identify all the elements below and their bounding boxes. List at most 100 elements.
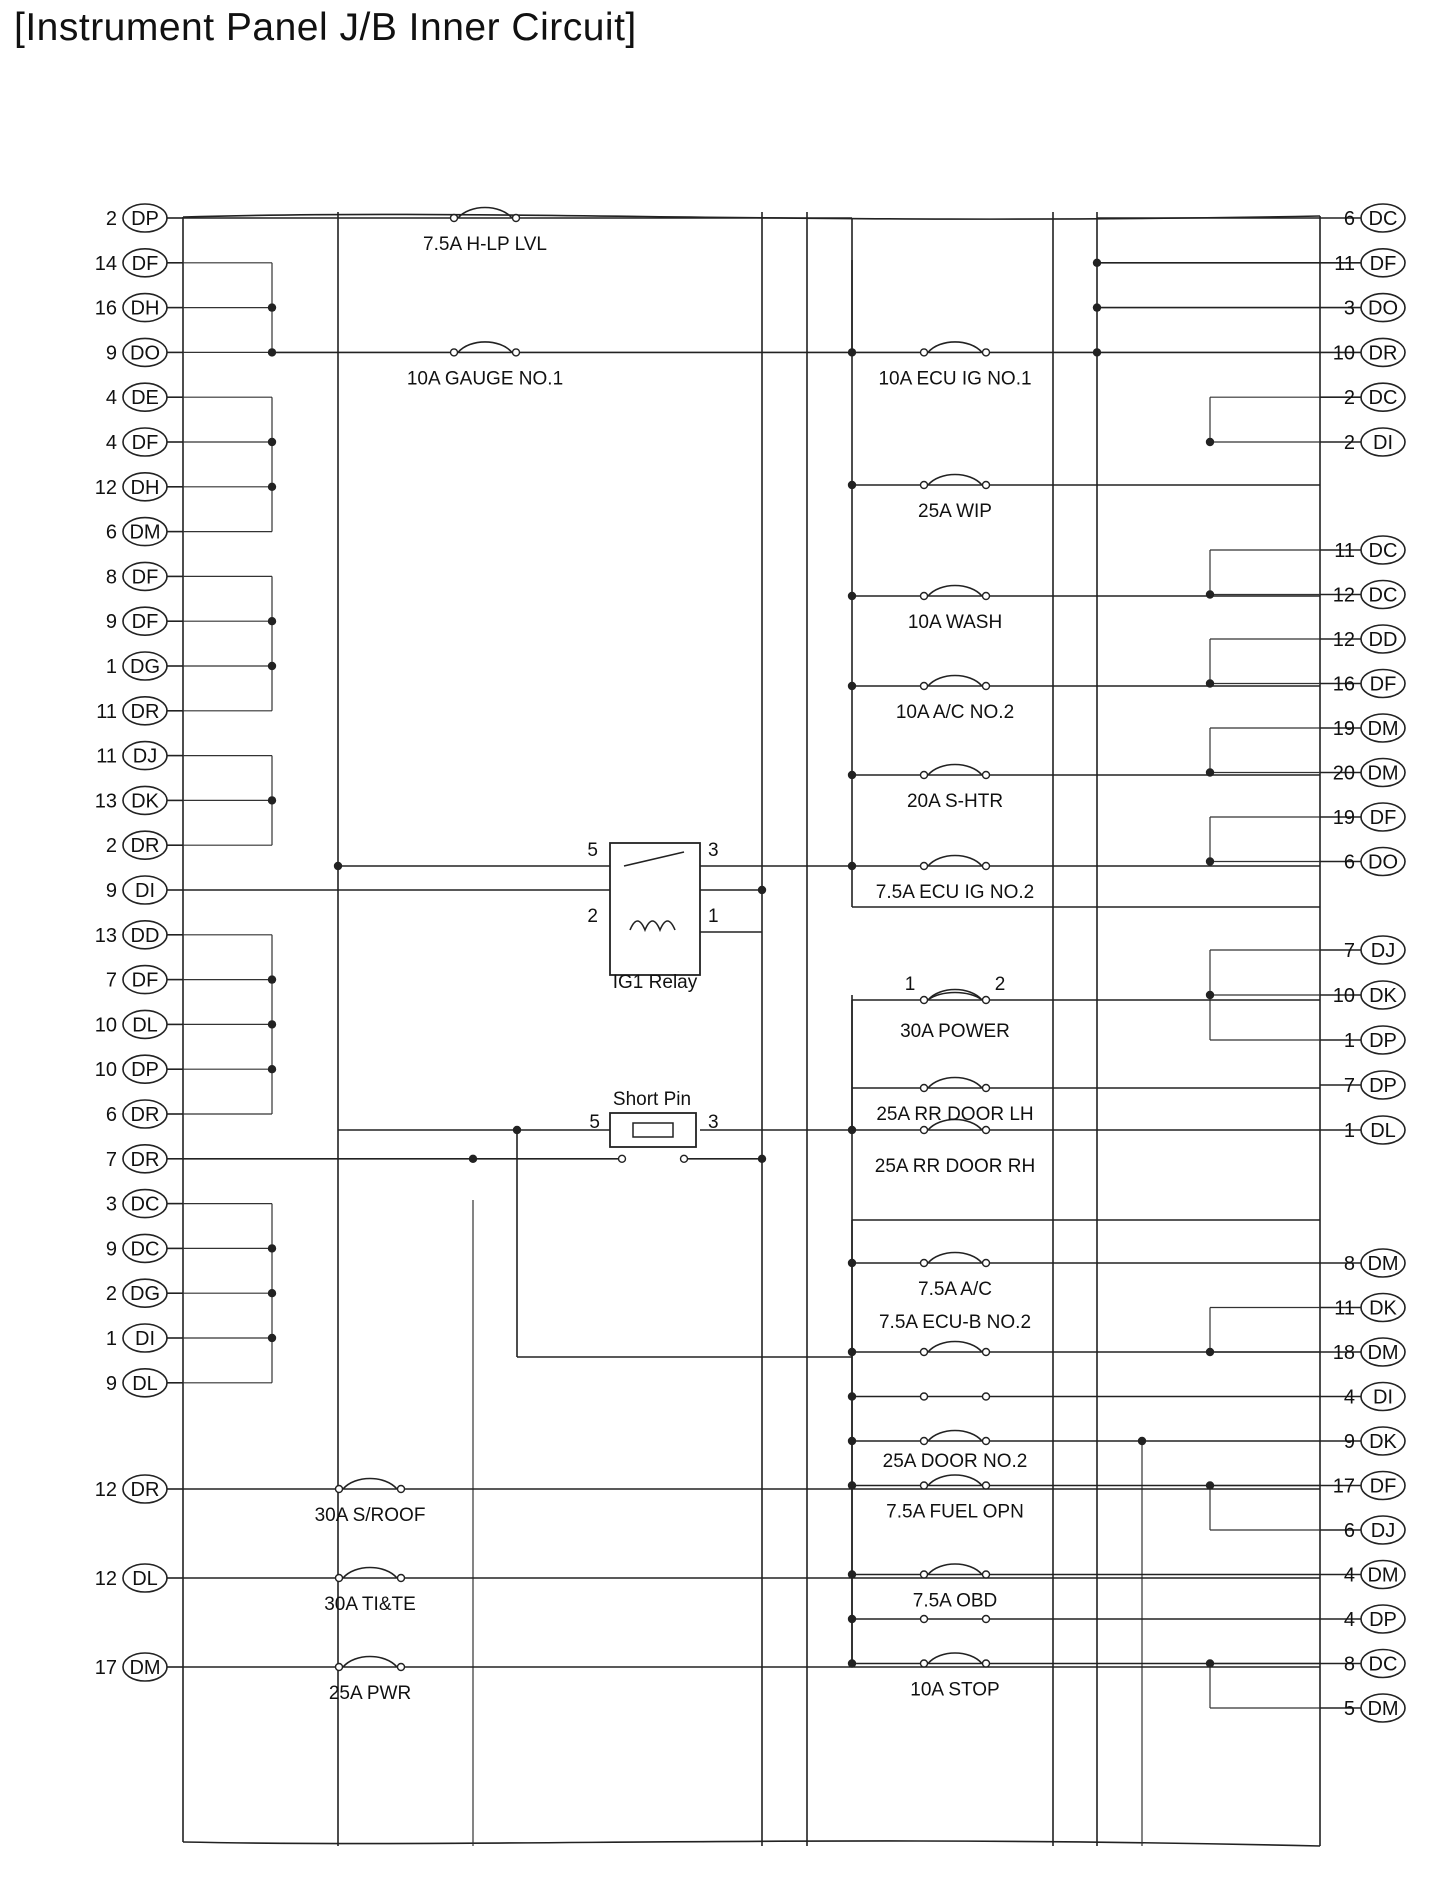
right-connector-code: DF (1370, 253, 1397, 275)
connector-circle (1360, 1470, 1406, 1501)
left-pin-number: 1 (106, 1328, 117, 1350)
fuse-pin: 1 (905, 974, 916, 995)
right-pin-number: 2 (1344, 432, 1355, 454)
right-pin-number: 4 (1344, 1565, 1355, 1587)
right-connector-code: DK (1369, 985, 1397, 1007)
junction-dot (847, 480, 857, 490)
fuse-terminal (919, 1436, 929, 1446)
left-connector-code: DM (129, 522, 160, 544)
right-pin-number: 5 (1344, 1698, 1355, 1720)
fuse-pin: 2 (995, 974, 1006, 995)
relay-pin: 5 (587, 840, 598, 861)
fuse-label: 7.5A ECU-B NO.2 (879, 1312, 1031, 1333)
fuse-terminal (981, 348, 991, 357)
right-pin-number: 7 (1344, 940, 1355, 962)
junction-dot (267, 661, 277, 671)
right-connector-code: DO (1368, 298, 1398, 320)
fuse-terminal (981, 591, 991, 601)
connector-circle (122, 1144, 168, 1174)
right-pin-number: 10 (1333, 342, 1355, 364)
connector-circle (1360, 713, 1406, 743)
connector-circle (1360, 1381, 1406, 1412)
junction-dot (468, 1154, 478, 1164)
connector-circle (1360, 1070, 1406, 1100)
connector-circle (122, 695, 168, 726)
fuse-element (457, 206, 513, 219)
right-connector-code: DC (1369, 208, 1398, 230)
fuse-label: 7.5A OBD (913, 1591, 998, 1612)
connector-circle (122, 337, 168, 368)
right-pin-number: 19 (1333, 807, 1355, 829)
connector-circle (1360, 1426, 1406, 1456)
right-connector-code: DC (1369, 387, 1398, 409)
junction-dot (1205, 768, 1215, 777)
fuse-terminal (919, 770, 929, 780)
fuse-terminal (919, 1570, 929, 1579)
fuse-element (927, 1474, 983, 1487)
left-connector-code: DL (132, 1373, 158, 1395)
fuse-terminal (981, 681, 991, 691)
right-pin-number: 19 (1333, 718, 1355, 740)
fuse-label: 10A STOP (910, 1680, 999, 1701)
fuse-terminal (919, 1347, 929, 1357)
fuse-element (927, 473, 983, 486)
connector-circle (122, 964, 168, 995)
fuse-terminal (396, 1573, 406, 1583)
connector-circle (122, 471, 168, 502)
fuse-element (927, 854, 983, 867)
right-pin-number: 6 (1344, 208, 1355, 230)
left-connector-code: DI (135, 1328, 155, 1350)
fuse-label: 10A GAUGE NO.1 (407, 368, 563, 389)
left-connector-code: DI (135, 880, 155, 902)
connector-circle (122, 427, 168, 457)
left-pin-number: 16 (95, 298, 117, 320)
right-pin-number: 12 (1333, 629, 1355, 651)
connector-circle (122, 203, 168, 233)
fuse-label: 25A RR DOOR RH (875, 1156, 1035, 1177)
junction-dot (267, 1065, 277, 1074)
fuse-terminal (919, 1125, 929, 1135)
fuse-element (927, 991, 983, 1001)
open-terminal (919, 1392, 929, 1401)
fuse-label: 20A S-HTR (907, 791, 1003, 812)
connector-circle (1360, 1337, 1406, 1367)
left-connector-code: DC (131, 1194, 160, 1216)
fuse-label: 7.5A FUEL OPN (886, 1502, 1024, 1523)
left-pin-number: 4 (106, 387, 117, 409)
connector-circle (1360, 1025, 1406, 1055)
connector-circle (1360, 757, 1406, 788)
relay-pin: 3 (708, 840, 719, 861)
fuse-terminal (919, 348, 929, 357)
left-connector-code: DH (131, 477, 160, 499)
junction-dot (757, 885, 767, 895)
right-pin-number: 11 (1334, 1298, 1355, 1320)
junction-dot (847, 1436, 857, 1446)
connector-circle (122, 247, 168, 278)
connector-circle (1360, 535, 1406, 565)
junction-dot (267, 482, 277, 491)
fuse-terminal (919, 681, 929, 691)
fuse-label: 30A POWER (900, 1021, 1010, 1042)
junction-dot (267, 617, 277, 626)
fuse-element (927, 1429, 983, 1442)
left-connector-code: DR (131, 701, 160, 723)
relay-label: IG1 Relay (613, 972, 698, 993)
connector-circle (122, 740, 168, 771)
right-pin-number: 3 (1344, 298, 1355, 320)
fuse-element (927, 1652, 983, 1665)
right-pin-number: 20 (1333, 763, 1355, 785)
junction-dot (1205, 857, 1215, 866)
left-pin-number: 6 (106, 522, 117, 544)
junction-dot (267, 796, 277, 805)
left-pin-number: 9 (106, 1373, 117, 1395)
right-connector-code: DF (1370, 807, 1397, 829)
wiring (167, 212, 1361, 1847)
connector-circle (1360, 292, 1406, 323)
right-connector-code: DC (1369, 1654, 1398, 1676)
right-connector-code: DP (1369, 1030, 1397, 1052)
fuse-terminal (334, 1484, 344, 1494)
right-connector-code: DK (1369, 1298, 1397, 1320)
connector-circle (122, 1054, 168, 1084)
connector-circle (1360, 624, 1406, 654)
